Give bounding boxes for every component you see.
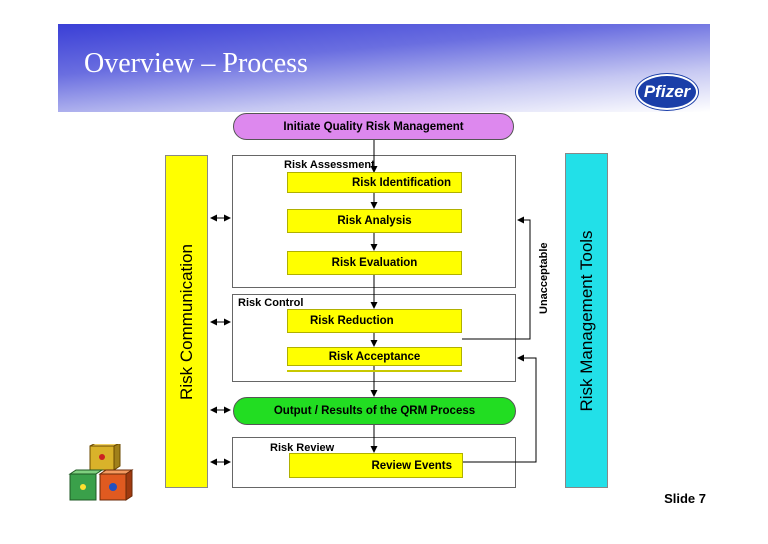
unacceptable-label: Unacceptable (538, 242, 550, 314)
slide-title: Overview – Process (84, 48, 308, 79)
risk-control-label: Risk Control (238, 297, 304, 309)
title-banner (58, 24, 710, 112)
risk-assessment-label: Risk Assessment (284, 159, 375, 171)
risk-review-label: Risk Review (270, 442, 335, 454)
qrm-output-node: Output / Results of the QRM Process (233, 397, 516, 425)
slide-number: Slide 7 (664, 491, 706, 506)
risk-evaluation-step: Risk Evaluation (287, 251, 462, 275)
pfizer-logo: Pfizer (636, 74, 698, 110)
risk-analysis-step: Risk Analysis (287, 209, 462, 233)
risk-acceptance-step: Risk Acceptance (287, 347, 462, 366)
initiate-qrm-node: Initiate Quality Risk Management (233, 113, 514, 140)
review-events-step: Review Events (289, 453, 463, 478)
risk-communication-bar: Risk Communication (165, 155, 208, 488)
acceptance-underline (287, 370, 462, 372)
risk-reduction-step: Risk Reduction (287, 309, 462, 333)
risk-management-tools-bar: Risk Management Tools (565, 153, 608, 488)
toy-blocks-icon (68, 444, 134, 501)
risk-identification-step: Risk Identification (287, 172, 462, 193)
